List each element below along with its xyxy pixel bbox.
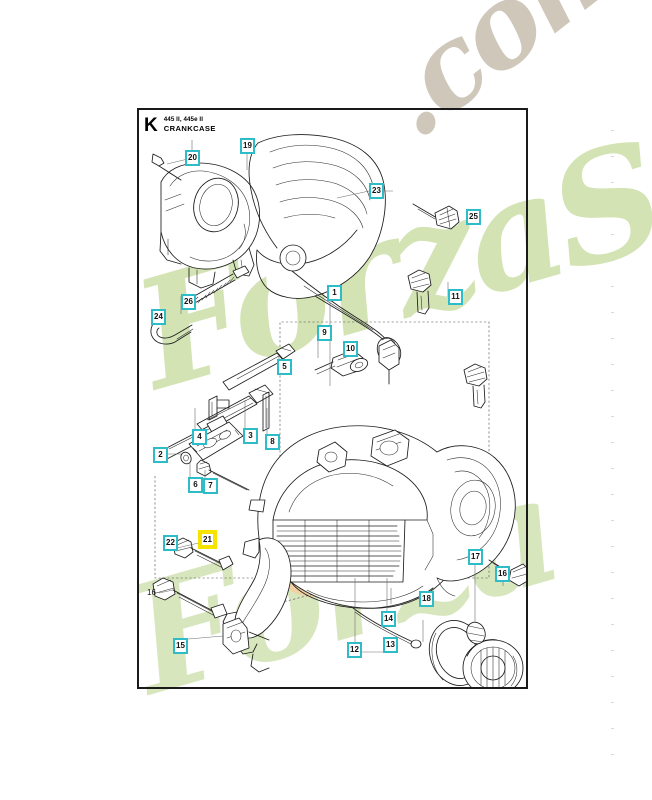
callout-24[interactable]: 24 — [151, 309, 166, 325]
margin-tick — [611, 520, 614, 521]
callout-25[interactable]: 25 — [466, 209, 481, 225]
part-spring-26 — [190, 265, 250, 305]
callout-11[interactable]: 11 — [448, 289, 463, 305]
callout-19[interactable]: 19 — [240, 138, 255, 154]
callout-12[interactable]: 12 — [347, 642, 362, 658]
callout-22[interactable]: 22 — [163, 535, 178, 551]
margin-tick — [611, 650, 614, 651]
part-bolt-assembly-lower — [463, 363, 488, 409]
part-chain-brake-cover — [159, 162, 260, 289]
callout-16[interactable]: 16 — [495, 566, 510, 582]
part-clutch-cover — [248, 134, 402, 365]
margin-tick — [611, 338, 614, 339]
margin-tick — [611, 234, 614, 235]
margin-tick — [611, 624, 614, 625]
callout-13[interactable]: 13 — [383, 637, 398, 653]
margin-tick — [611, 468, 614, 469]
callout-16[interactable]: 16 — [147, 588, 156, 597]
callout-17[interactable]: 17 — [468, 549, 483, 565]
callout-2[interactable]: 2 — [153, 447, 168, 463]
margin-tick — [611, 390, 614, 391]
part-screw-25 — [412, 203, 460, 230]
callout-7[interactable]: 7 — [203, 478, 218, 494]
callout-label: 21 — [202, 534, 213, 545]
callout-8[interactable]: 8 — [265, 434, 280, 450]
callout-3[interactable]: 3 — [243, 428, 258, 444]
part-bracket-10 — [378, 339, 400, 385]
part-flywheel-12 — [462, 639, 524, 689]
callout-5[interactable]: 5 — [277, 359, 292, 375]
margin-tick — [611, 702, 614, 703]
callout-26[interactable]: 26 — [181, 294, 196, 310]
margin-tick — [611, 156, 614, 157]
margin-tick — [611, 416, 614, 417]
section-letter: K — [144, 115, 158, 136]
assembly-boundary-left — [154, 476, 437, 579]
exploded-parts-drawing: .ln { fill:none; stroke:#1d1d1d; stroke-… — [150, 134, 528, 689]
callout-20[interactable]: 20 — [185, 150, 200, 166]
callout-10[interactable]: 10 — [343, 341, 358, 357]
margin-tick — [611, 260, 614, 261]
diagram-header: K 445 II, 445e II CRANKCASE — [144, 114, 216, 135]
margin-tick — [611, 676, 614, 677]
part-bolt-4 — [208, 395, 230, 421]
callout-14[interactable]: 14 — [381, 611, 396, 627]
group-title: CRANKCASE — [163, 124, 216, 133]
callout-23[interactable]: 23 — [369, 183, 384, 199]
part-screw-6-7 — [180, 451, 250, 491]
margin-tick — [611, 182, 614, 183]
margin-tick — [611, 208, 614, 209]
callout-21[interactable]: 21 — [198, 530, 217, 549]
margin-tick — [611, 286, 614, 287]
diagram-frame — [137, 108, 528, 689]
callout-18[interactable]: 18 — [419, 591, 434, 607]
model-line: 445 II, 445e II — [163, 116, 204, 123]
margin-tick — [611, 754, 614, 755]
callout-15[interactable]: 15 — [173, 638, 188, 654]
callout-1[interactable]: 1 — [327, 285, 342, 301]
part-bolt-17 — [466, 621, 486, 645]
margin-tick — [611, 494, 614, 495]
margin-tick — [611, 442, 614, 443]
assembly-boundary-upper — [279, 321, 490, 492]
callout-9[interactable]: 9 — [317, 325, 332, 341]
part-bolt-16-left — [152, 577, 228, 619]
part-crankcase-body-1 — [242, 425, 516, 609]
margin-tick — [611, 546, 614, 547]
margin-tick — [611, 572, 614, 573]
margin-tick — [611, 728, 614, 729]
part-bolt-22 — [172, 537, 234, 571]
callout-6[interactable]: 6 — [188, 477, 203, 493]
margin-tick — [611, 130, 614, 131]
part-bracket-15 — [222, 617, 270, 655]
margin-tick — [611, 364, 614, 365]
part-bolt-assembly-upper — [407, 269, 432, 315]
part-screw-20 — [151, 153, 182, 181]
margin-tick — [611, 598, 614, 599]
margin-tick — [611, 312, 614, 313]
part-oil-line-18 — [352, 607, 422, 649]
callout-4[interactable]: 4 — [192, 429, 207, 445]
part-stud-8 — [262, 391, 270, 432]
